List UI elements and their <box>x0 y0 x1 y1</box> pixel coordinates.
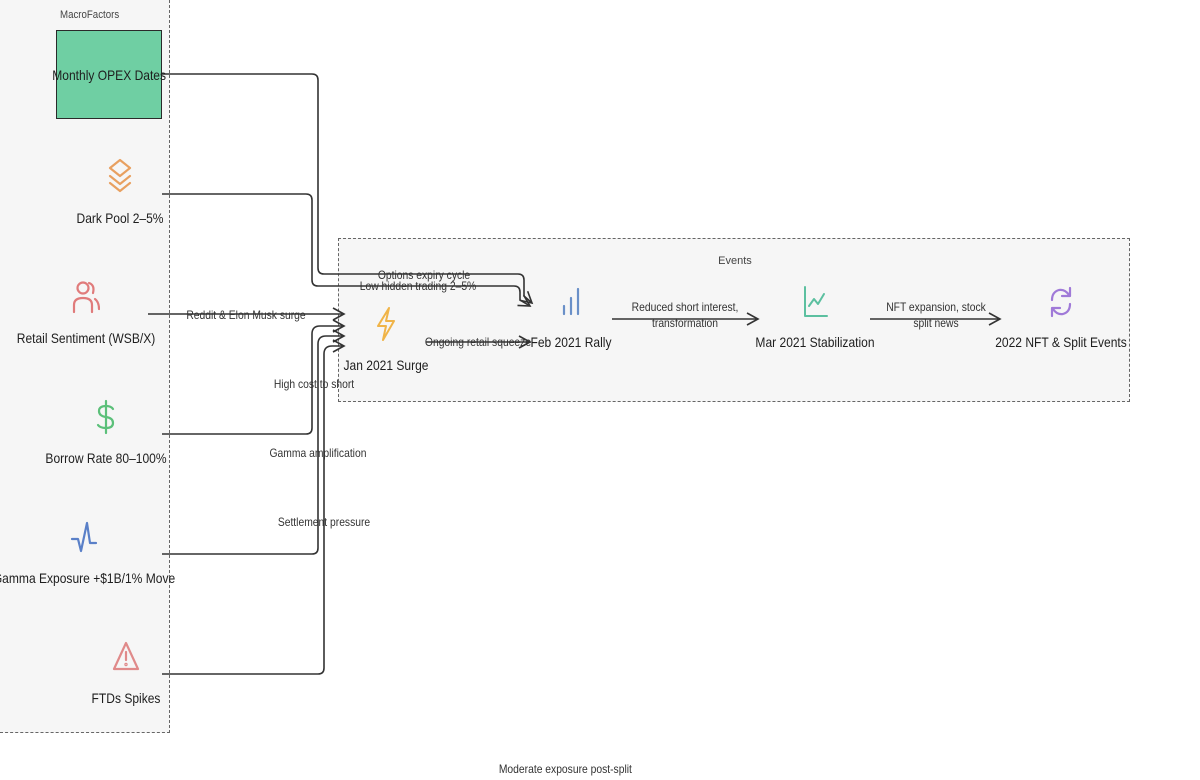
warning-icon <box>112 641 140 671</box>
footer-caption: Moderate exposure post-split <box>0 762 1130 776</box>
edge-label-gamma-amplification: Gamma amplification <box>269 446 367 460</box>
edge-label-reddit-musk: Reddit & Elon Musk surge <box>186 308 306 322</box>
pulse-icon <box>70 521 98 553</box>
refresh-icon <box>1050 286 1072 318</box>
edge-opex-to-feb-rally <box>162 73 534 305</box>
jan-2021-surge-label[interactable]: Jan 2021 Surge <box>343 357 429 373</box>
edge-label-line-1: Reduced short interest, <box>631 300 739 314</box>
bar-chart-icon <box>562 287 580 316</box>
gamma-exposure-label: Gamma Exposure +$1B/1% Move <box>0 570 176 586</box>
edge-darkpool-to-feb-rally <box>162 193 532 307</box>
edge-label-high-cost-short: High cost to short <box>273 377 355 391</box>
mar-2021-stabilization-label[interactable]: Mar 2021 Stabilization <box>755 334 875 350</box>
edge-label-settlement-pressure: Settlement pressure <box>277 515 371 529</box>
monthly-opex-node[interactable]: Monthly OPEX Dates <box>52 30 166 119</box>
edge-gamma-to-jan-surge <box>162 329 346 555</box>
line-chart-icon <box>804 286 828 317</box>
edge-ftds-to-jan-surge <box>162 339 346 675</box>
borrow-rate-label: Borrow Rate 80–100% <box>45 450 167 466</box>
macro-factors-panel <box>0 0 170 733</box>
edge-borrow-to-jan-surge <box>162 319 346 435</box>
edge-label-line-2: split news <box>913 316 959 330</box>
edge-label-options-expiry: Options expiry cycle <box>377 268 471 282</box>
lightning-icon <box>377 307 395 341</box>
feb-2021-rally-label[interactable]: Feb 2021 Rally <box>530 334 612 350</box>
ftds-label: FTDs Spikes <box>91 690 161 706</box>
edge-label-low-hidden-trading: Low hidden trading 2–5% <box>359 279 477 293</box>
dark-pool-label: Dark Pool 2–5% <box>76 210 164 226</box>
edge-label-line-2: transformation <box>652 316 718 330</box>
monthly-opex-label: Monthly OPEX Dates <box>52 66 166 83</box>
footer-caption-text: Moderate exposure post-split <box>498 762 632 776</box>
nft-split-events-label[interactable]: 2022 NFT & Split Events <box>995 334 1127 350</box>
macro-factors-title: MacroFactors <box>60 9 120 21</box>
users-icon <box>72 281 100 314</box>
retail-sentiment-label: Retail Sentiment (WSB/X) <box>16 330 156 346</box>
edge-label-ongoing-retail-squeeze: Ongoing retail squeeze <box>424 335 532 349</box>
layers-icon <box>108 158 132 193</box>
edge-label-nft-expansion: NFT expansion, stock split news <box>886 299 986 331</box>
dollar-icon <box>96 399 115 435</box>
edge-label-reduced-short-interest: Reduced short interest, transformation <box>632 299 739 331</box>
events-title: Events <box>718 255 752 267</box>
edge-label-line-1: NFT expansion, stock <box>886 300 986 314</box>
